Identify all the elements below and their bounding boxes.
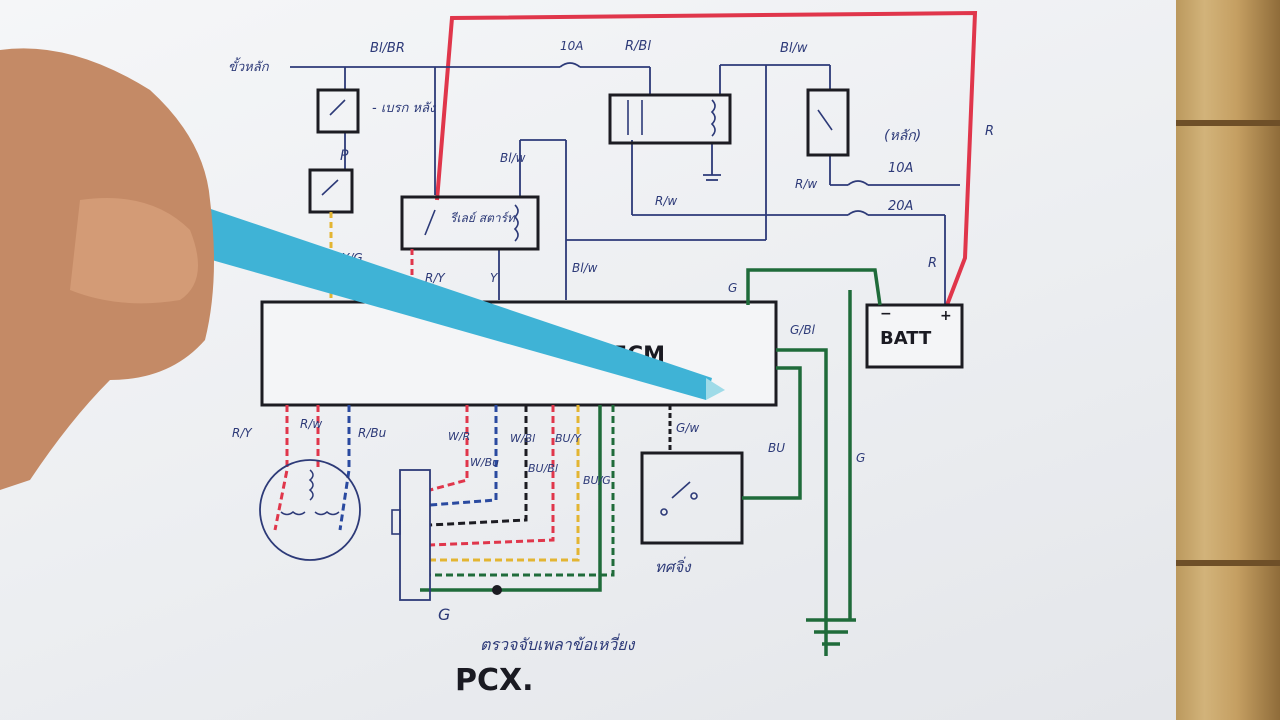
label-r-y-low: R/Y — [232, 426, 253, 440]
label-bu-y: BU/Y — [555, 432, 582, 445]
fuse-relay-contact — [817, 109, 833, 131]
connector-tab — [391, 509, 401, 535]
ckp-note: ตรวจจับเพลาข้อเหวี่ยง — [480, 633, 636, 654]
starter-coil — [513, 204, 519, 242]
label-bl-w-top: Bl/w — [780, 41, 808, 56]
tilt-switch-label: ทศจิ่ง — [655, 556, 692, 576]
brake-contact — [329, 99, 346, 116]
label-bu-bl: BU/Bl — [528, 462, 558, 475]
red-main-wire — [435, 10, 978, 306]
battery-box — [865, 303, 964, 369]
label-fuse-20a: 20A — [888, 199, 913, 214]
brake-label: - เบรก หลัง — [372, 101, 437, 116]
page-title: PCX. — [455, 663, 534, 698]
label-y: Y — [490, 271, 499, 285]
batt-label: BATT — [880, 328, 932, 349]
p-switch-box — [308, 168, 354, 214]
g-label: G — [438, 605, 450, 624]
label-r-w-mid: R/w — [655, 194, 677, 208]
label-w-bu: W/Bu — [470, 456, 499, 469]
thai-label-top-left: ขั้วหลัก — [228, 57, 270, 75]
label-r-y-top: R/Y — [425, 271, 446, 285]
brake-switch-box — [316, 88, 360, 134]
label-w-bl: W/Bl — [510, 432, 535, 445]
relay-coil — [710, 99, 716, 137]
label-bl-w-mid: Bl/w — [500, 151, 526, 165]
label-r-right: R — [985, 124, 994, 139]
label-r-w-low: R/w — [300, 417, 322, 431]
batt-plus: + — [940, 308, 952, 324]
label-fuse-10a-top: 10A — [560, 39, 583, 53]
hand — [0, 48, 214, 490]
label-g-top: G — [728, 281, 737, 295]
tilt-terminal — [690, 492, 698, 500]
label-fuse-10a-right: 10A — [888, 161, 913, 176]
splice-dot — [492, 585, 502, 595]
label-bl-br: Bl/BR — [370, 41, 405, 56]
label-r-batt: R — [928, 256, 937, 271]
label-w-r: W/R — [448, 430, 470, 443]
label-bu-left: BU — [768, 441, 785, 455]
label-bu-g: BU/G — [583, 474, 611, 487]
connector-block — [399, 469, 431, 601]
bamboo-background — [1172, 0, 1280, 720]
label-g-w: G/w — [676, 421, 699, 435]
stator-circle — [259, 459, 361, 561]
label-r-bl: R/Bl — [625, 39, 651, 54]
stator-coils — [280, 469, 340, 516]
batt-minus: − — [880, 306, 892, 322]
starter-relay-box — [400, 195, 540, 251]
bamboo-node — [1172, 560, 1280, 566]
harness-wires — [273, 405, 672, 577]
starter-relay-label: รีเลย์ สตาร์ท — [450, 211, 516, 225]
main-fuse-label: (หลัก) — [884, 128, 921, 144]
tilt-terminal — [660, 508, 668, 516]
bamboo-node — [1172, 120, 1280, 126]
label-r-bu-low: R/Bu — [358, 426, 387, 440]
label-bl-w-ecm: Bl/w — [572, 261, 598, 275]
starter-contact — [424, 209, 436, 236]
label-g-bl: G/Bl — [790, 323, 816, 337]
tilt-contact — [671, 481, 691, 499]
main-relay-box — [608, 93, 732, 145]
ground-wires — [420, 268, 882, 656]
label-r-w-fuse: R/w — [795, 177, 817, 191]
fuse-relay-box — [806, 88, 850, 157]
top-bus — [290, 62, 960, 305]
p-contact — [321, 179, 339, 196]
label-g-right: G — [856, 451, 865, 465]
p-label: P — [340, 148, 349, 164]
